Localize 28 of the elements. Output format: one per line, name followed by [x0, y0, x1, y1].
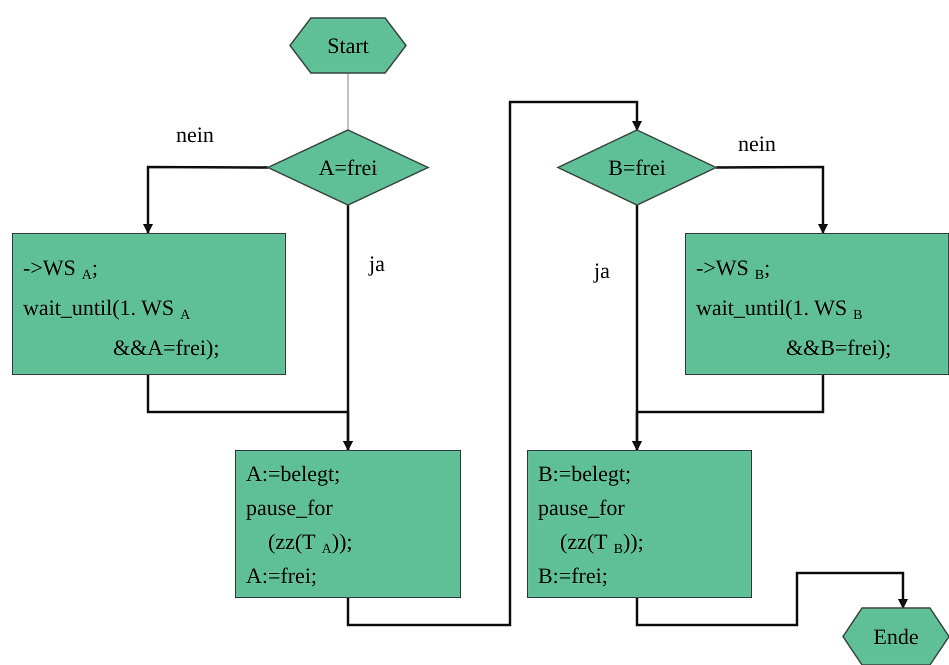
- arrow: [636, 572, 908, 626]
- arrow: [716, 166, 828, 234]
- terminal-hexagon: [290, 18, 406, 73]
- arrow: [143, 166, 268, 234]
- node-label: Start: [327, 32, 369, 58]
- process-box: [235, 450, 461, 598]
- node-label: Ende: [873, 624, 919, 650]
- arrow: [146, 375, 353, 451]
- statement-text: ->WS$_{A}$;: [23, 254, 99, 285]
- arrow: [632, 375, 824, 451]
- process-box: [685, 233, 949, 375]
- node-label: B=frei: [608, 154, 666, 180]
- statement-text: B:=frei;: [538, 562, 609, 590]
- statement-text: A:=frei;: [246, 562, 318, 590]
- terminal-hexagon: [843, 608, 949, 665]
- statement-text: pause_for (zz(T$_{A}$));: [246, 494, 354, 559]
- decision-diamond: [268, 130, 428, 205]
- decision-diamond: [558, 130, 716, 205]
- arrow: [346, 100, 642, 626]
- statement-text: pause_for (zz(T$_{B}$));: [538, 494, 645, 559]
- process-box: [12, 233, 286, 375]
- process-box: [527, 450, 752, 598]
- statement-text: wait_until(1. WS$_{B}$ &&B=frei);: [696, 294, 892, 362]
- statement-text: B:=belegt;: [538, 460, 632, 488]
- statement-text: ->WS$_{B}$;: [696, 254, 772, 285]
- node-label: A=frei: [318, 154, 378, 180]
- statement-text: A:=belegt;: [246, 460, 342, 488]
- statement-text: wait_until(1. WS$_{A}$ &&A=frei);: [23, 294, 220, 362]
